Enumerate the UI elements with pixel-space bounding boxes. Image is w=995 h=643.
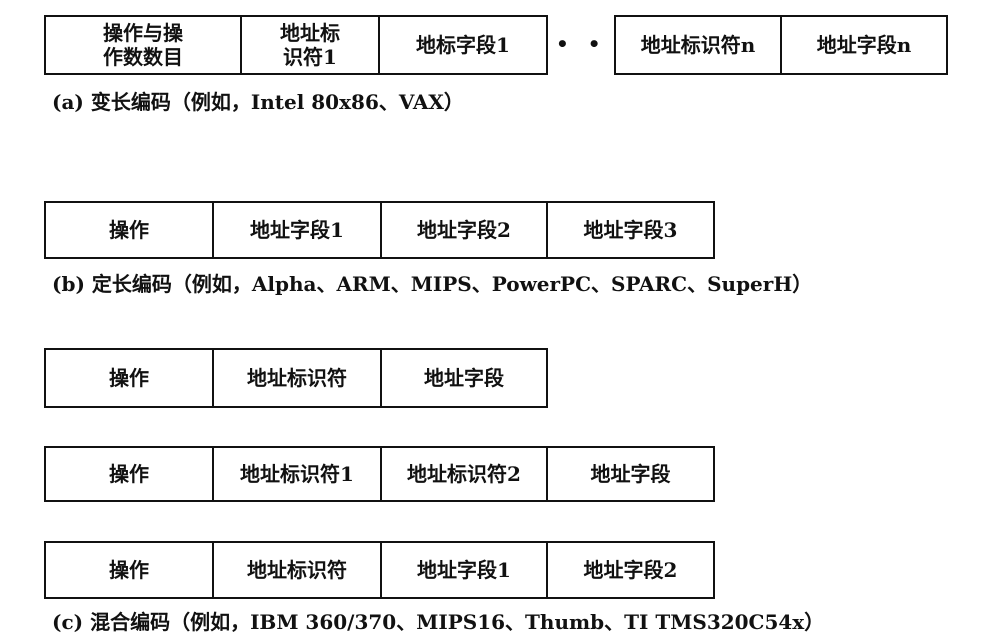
caption-c: (c) 混合编码（例如，IBM 360/370、MIPS16、Thumb、TI …: [52, 610, 825, 634]
caption-b: (b) 定长编码（例如，Alpha、ARM、MIPS、PowerPC、SPARC…: [52, 272, 813, 296]
address-field: 地址字段: [380, 348, 548, 408]
address-specifier-1-field: 地址标识符1: [212, 446, 382, 502]
operation-field: 操作: [44, 541, 214, 599]
op-count-field: 操作与操 作数数目: [44, 15, 242, 75]
address-specifier-field: 地址标识符: [212, 348, 382, 408]
address-field-2: 地址字段2: [546, 541, 715, 599]
address-specifier-n-field: 地址标识符n: [614, 15, 782, 75]
address-field-1: 地址字段1: [212, 201, 382, 259]
caption-a: (a) 变长编码（例如，Intel 80x86、VAX）: [52, 90, 464, 114]
address-field-1: 地址字段1: [380, 541, 548, 599]
operation-field: 操作: [44, 201, 214, 259]
operation-field: 操作: [44, 446, 214, 502]
address-field: 地址字段: [546, 446, 715, 502]
address-specifier-1-field: 地址标 识符1: [240, 15, 380, 75]
address-field-n: 地址字段n: [780, 15, 948, 75]
address-specifier-field: 地址标识符: [212, 541, 382, 599]
operation-field: 操作: [44, 348, 214, 408]
address-specifier-2-field: 地址标识符2: [380, 446, 548, 502]
address-field-2: 地址字段2: [380, 201, 548, 259]
address-field-3: 地址字段3: [546, 201, 715, 259]
address-field-1: 地标字段1: [378, 15, 548, 75]
